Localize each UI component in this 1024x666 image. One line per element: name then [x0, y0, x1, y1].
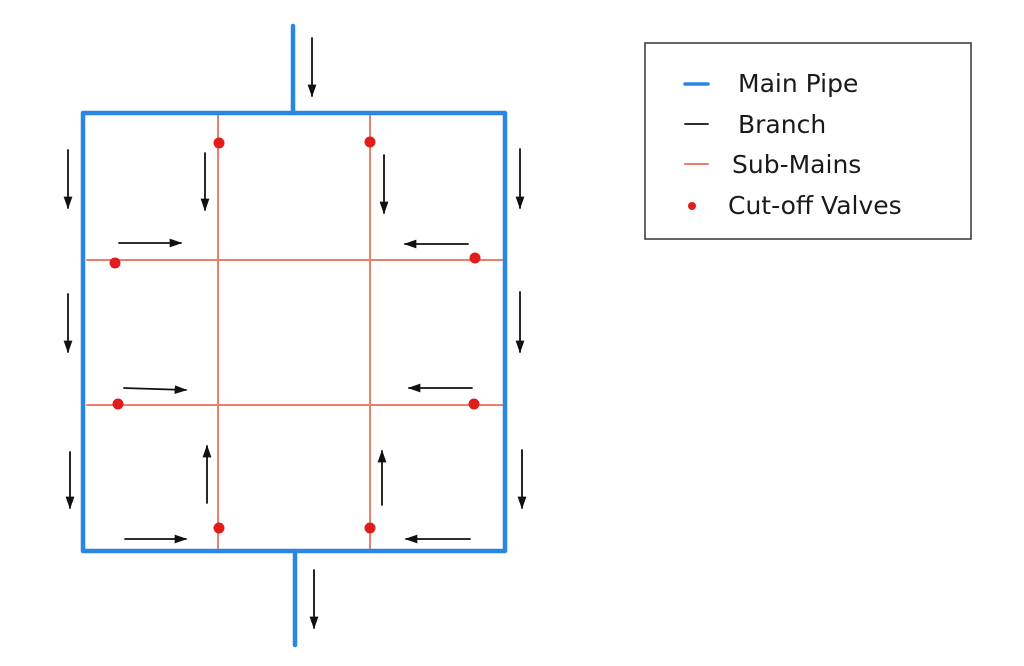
cut-off-valve — [213, 137, 225, 149]
legend-sub-mains-label: Sub-Mains — [732, 150, 861, 179]
legend-main-pipe-label: Main Pipe — [738, 69, 858, 98]
main-pipe-group — [80, 23, 508, 648]
legend-box — [644, 42, 972, 240]
cut-off-valve — [364, 136, 376, 148]
cut-off-valve — [213, 522, 225, 534]
cut-off-valve — [112, 398, 124, 410]
cut-off-valve — [364, 522, 376, 534]
cut-off-valves-group — [109, 136, 481, 534]
cut-off-valve — [109, 257, 121, 269]
legend-cut-off-valves-label: Cut-off Valves — [728, 191, 902, 220]
flow-arrow — [123, 385, 188, 395]
sub-mains-group — [86, 112, 506, 552]
cut-off-valve — [469, 252, 481, 264]
legend-branch-label: Branch — [738, 110, 826, 139]
legend: Main Pipe Branch Sub-Mains Cut-off Valve… — [644, 42, 972, 240]
flow-arrows-group — [63, 37, 527, 630]
legend-cut-off-valve-swatch — [688, 202, 696, 210]
cut-off-valve — [468, 398, 480, 410]
main-pipe-loop — [80, 110, 508, 554]
